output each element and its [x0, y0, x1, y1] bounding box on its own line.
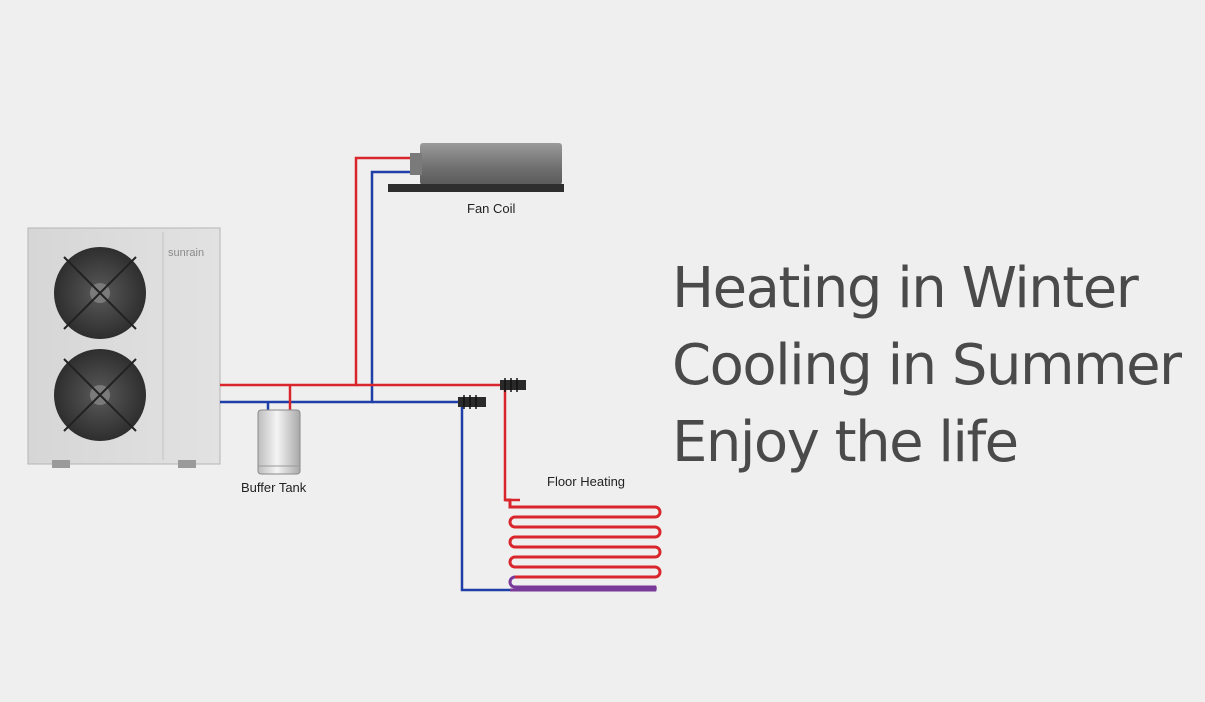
floor-heating-coil [505, 498, 662, 592]
fan-top-icon [54, 247, 146, 339]
floor-heating-label: Floor Heating [547, 474, 625, 489]
headline-line-3: Enjoy the life [672, 410, 1019, 475]
fan-coil [388, 143, 564, 192]
unit-brand-logo: sunrain [168, 247, 204, 259]
headline-line-1: Heating in Winter [672, 256, 1139, 321]
headline: Heating in Winter Cooling in Summer Enjo… [672, 250, 1182, 481]
headline-line-2: Cooling in Summer [672, 333, 1182, 398]
buffer-tank [257, 409, 301, 475]
fan-bottom-icon [54, 349, 146, 441]
valve-cold-icon [458, 395, 486, 409]
cold-pipes [220, 170, 510, 592]
buffer-tank-label: Buffer Tank [241, 480, 307, 495]
fan-coil-label: Fan Coil [467, 201, 516, 216]
heat-pump-unit: sunrain [27, 227, 221, 468]
valve-hot-icon [500, 378, 526, 392]
